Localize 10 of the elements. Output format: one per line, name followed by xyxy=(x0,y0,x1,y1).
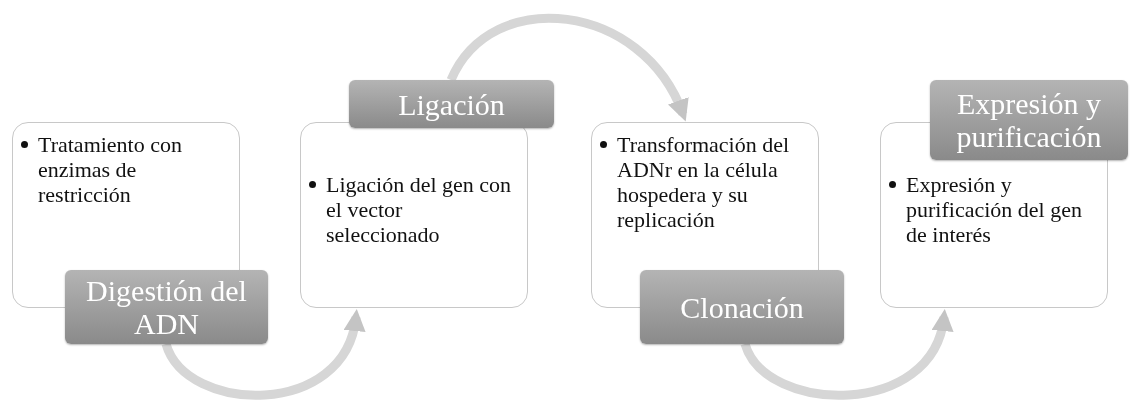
curved-arrow xyxy=(161,309,364,400)
step-title: Ligación xyxy=(349,80,554,128)
bullet-text: Ligación del gen con el vector seleccionado xyxy=(326,172,512,247)
bullet-text: Expresión y purificación del gen de interés xyxy=(906,172,1082,247)
bullet-text: Tratamiento con enzimas de restricción xyxy=(38,132,182,207)
bullet-text: Transformación del ADNr en la célula hospedera y su replicación xyxy=(617,132,790,232)
step-title: Clonación xyxy=(640,270,844,344)
step-title: Digestión del ADN xyxy=(65,270,268,344)
step-title: Expresión y purificación xyxy=(930,80,1128,160)
curved-arrow xyxy=(740,309,952,400)
